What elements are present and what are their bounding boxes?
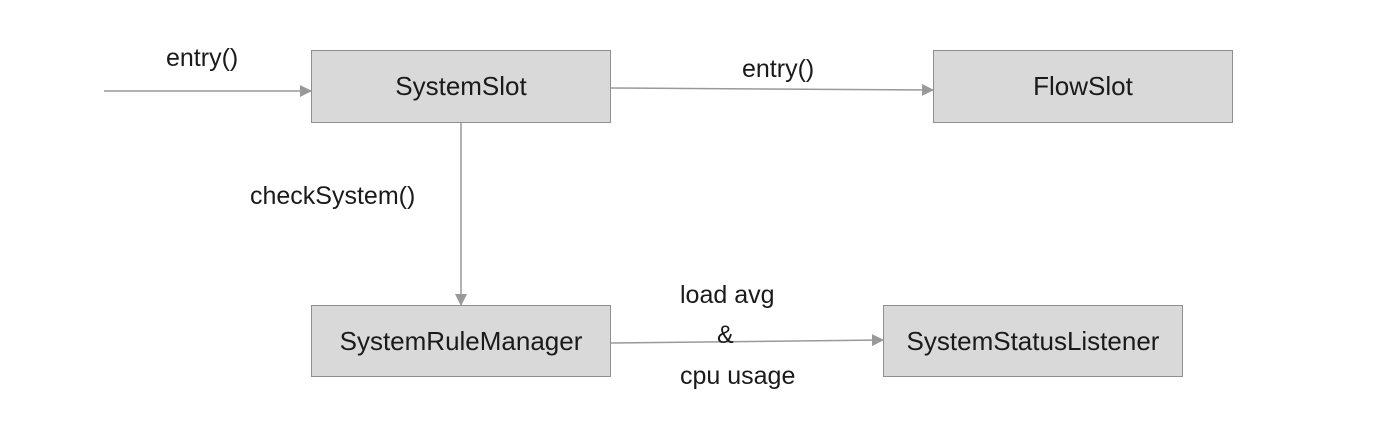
flow-slot-node: FlowSlot (933, 50, 1233, 123)
system-slot-node: SystemSlot (311, 50, 611, 123)
system-status-listener-node: SystemStatusListener (883, 305, 1183, 377)
metrics-label-ampersand: & (717, 321, 734, 349)
system-status-listener-label: SystemStatusListener (906, 325, 1160, 356)
metrics-label-load-avg: load avg (680, 281, 775, 309)
system-rule-manager-label: SystemRuleManager (339, 325, 583, 356)
slot-to-flow-arrow (610, 83, 934, 96)
metrics-label-cpu-usage: cpu usage (680, 362, 796, 390)
system-rule-manager-node: SystemRuleManager (311, 305, 611, 377)
slot-to-flow-label: entry() (742, 55, 815, 83)
system-slot-label: SystemSlot (395, 71, 527, 101)
incoming-entry-label: entry() (166, 44, 239, 72)
metrics-arrow (610, 334, 884, 347)
check-system-label: checkSystem() (250, 182, 416, 210)
flow-slot-label: FlowSlot (1033, 71, 1133, 101)
